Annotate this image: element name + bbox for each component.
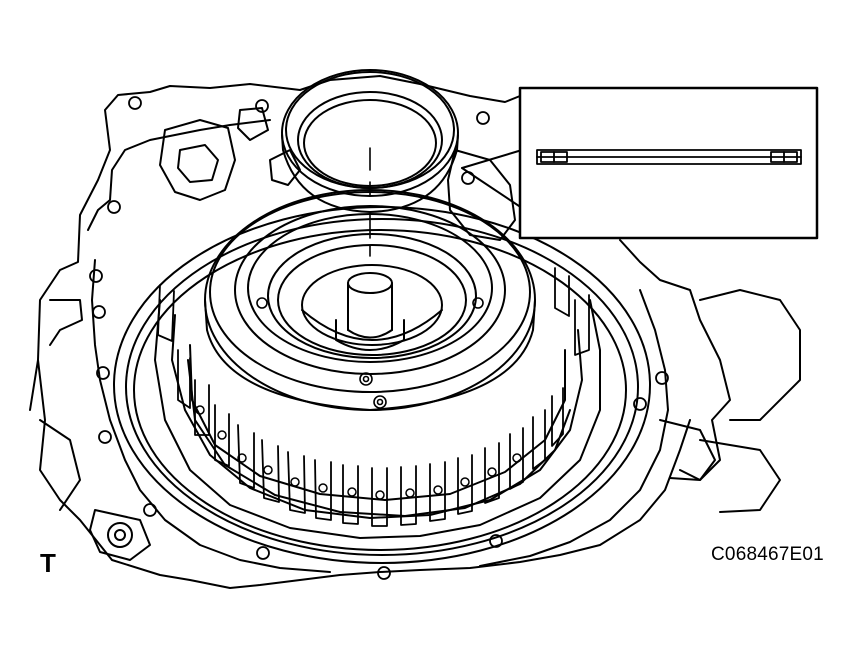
clutch-drum-teeth: [158, 268, 589, 526]
drum-oil-holes: [196, 406, 521, 499]
hub-holes: [257, 298, 483, 408]
transmission-case: [30, 76, 800, 588]
figure-id-label: C068467E01: [711, 544, 824, 565]
bearing-detail-inset: [462, 88, 817, 238]
input-shaft: [336, 273, 404, 350]
view-code-label: T: [40, 548, 56, 578]
case-bore-rings: [114, 207, 650, 563]
bearing-side-view: [537, 150, 801, 164]
flange-bolt-holes: [90, 97, 668, 579]
